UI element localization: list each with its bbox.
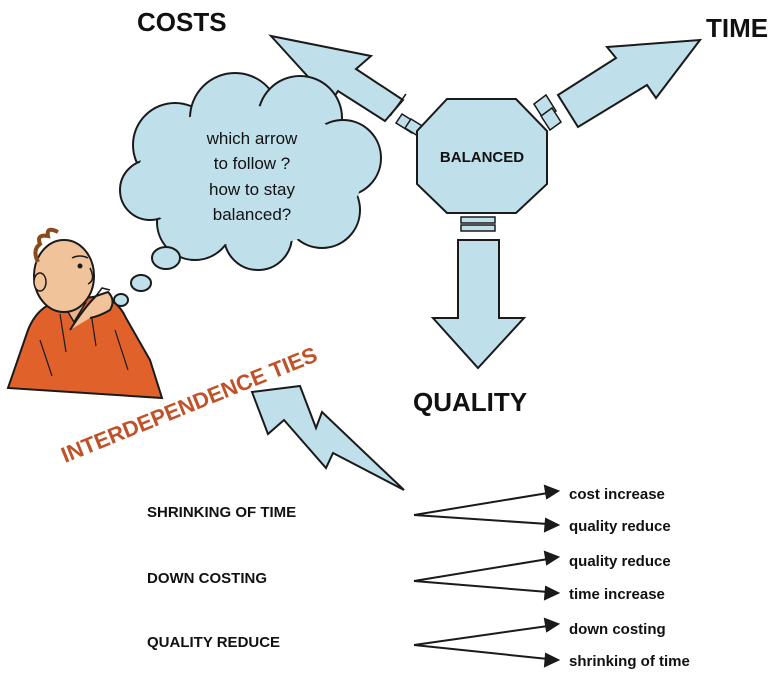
effect-label: down costing xyxy=(569,621,666,638)
time-arrow xyxy=(532,38,703,132)
effect-label: shrinking of time xyxy=(569,653,690,670)
balanced-octagon: BALANCED xyxy=(416,98,548,214)
lightning-bolt-icon xyxy=(250,384,405,491)
consequence-row-2: DOWN COSTING quality reduce time increas… xyxy=(147,550,671,603)
quality-arrow xyxy=(430,216,527,370)
branch-arrows xyxy=(413,550,561,601)
thought-line-1: which arrow xyxy=(206,129,298,148)
cause-label: DOWN COSTING xyxy=(147,570,267,587)
effect-label: quality reduce xyxy=(569,518,671,535)
thought-line-4: balanced? xyxy=(213,205,291,224)
cause-label: SHRINKING OF TIME xyxy=(147,504,296,521)
effect-label: time increase xyxy=(569,586,665,603)
costs-arrow xyxy=(268,34,426,138)
balanced-label: BALANCED xyxy=(440,149,524,166)
thought-line-2: to follow ? xyxy=(214,154,291,173)
thought-cloud: which arrow to follow ? how to stay bala… xyxy=(113,72,382,307)
costs-label: COSTS xyxy=(137,7,227,37)
time-label: TIME xyxy=(706,13,768,43)
person-thinking-icon xyxy=(6,227,164,400)
consequence-row-3: QUALITY REDUCE down costing shrinking of… xyxy=(147,617,690,670)
effect-label: quality reduce xyxy=(569,553,671,570)
quality-label: QUALITY xyxy=(413,387,527,417)
branch-arrows xyxy=(413,484,561,533)
thought-line-3: how to stay xyxy=(209,180,295,199)
branch-arrows xyxy=(413,617,561,668)
cause-label: QUALITY REDUCE xyxy=(147,634,280,651)
effect-label: cost increase xyxy=(569,486,665,503)
consequence-row-1: SHRINKING OF TIME cost increase quality … xyxy=(147,484,671,535)
